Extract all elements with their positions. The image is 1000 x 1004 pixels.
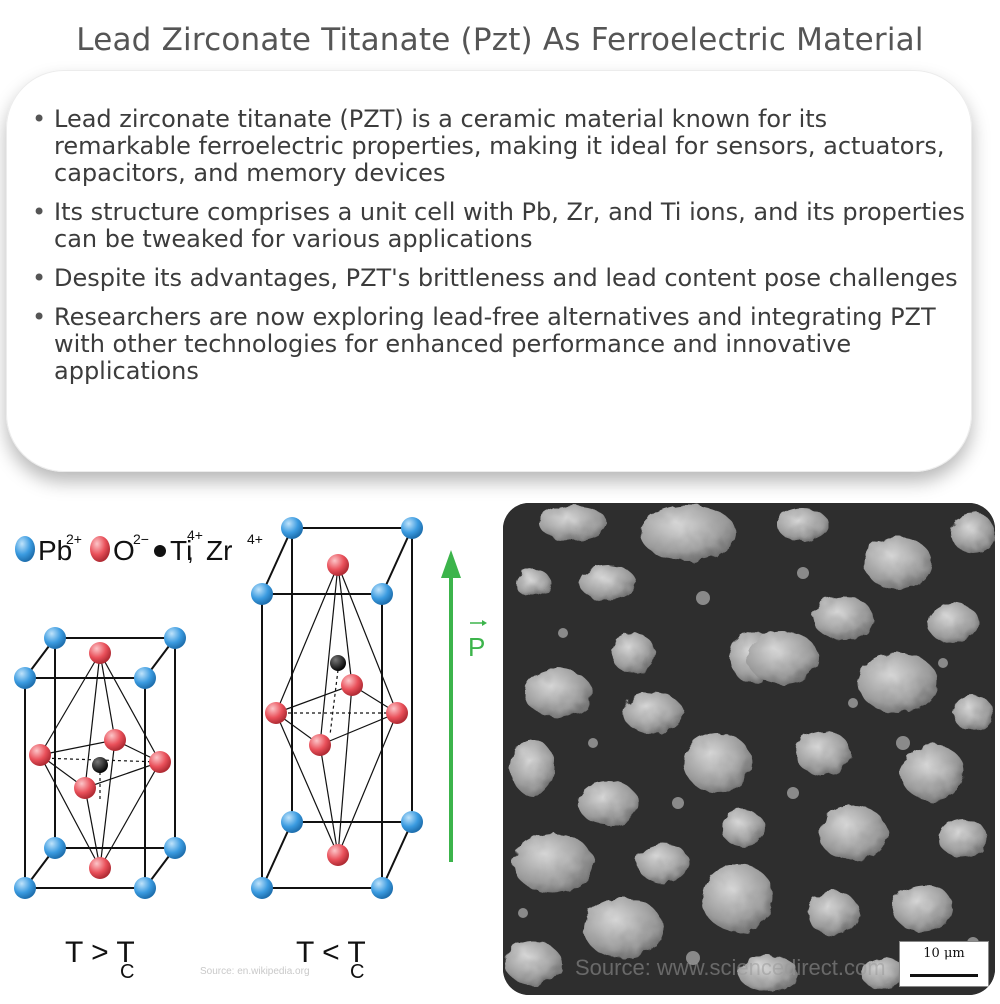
polarization-arrow: P <box>441 550 487 862</box>
bullet-item: Lead zirconate titanate (PZT) is a ceram… <box>30 106 970 187</box>
bullet-item: Its structure comprises a unit cell with… <box>30 199 970 253</box>
sem-micrograph: 10 μm <box>503 503 995 995</box>
legend-zr-charge: 4+ <box>247 531 263 547</box>
pzt-unit-cell-diagram: Pb 2+ O 2− Ti 4+ , Zr 4+ <box>0 500 500 1000</box>
scale-bar: 10 μm <box>899 941 989 987</box>
caption-below-tc: T < T <box>296 936 366 969</box>
legend-ti: Ti <box>170 535 192 566</box>
legend-zr: Zr <box>206 535 232 566</box>
bullet-item: Despite its advantages, PZT's brittlenes… <box>30 265 970 293</box>
legend-pb: Pb <box>38 535 72 566</box>
diagram-legend: Pb 2+ O 2− Ti 4+ , Zr 4+ <box>15 527 263 566</box>
legend-ti-charge: 4+ <box>187 527 203 543</box>
scale-bar-label: 10 μm <box>923 946 965 961</box>
legend-o: O <box>113 535 135 566</box>
caption-above-tc: T > T <box>65 936 135 969</box>
bullet-list: Lead zirconate titanate (PZT) is a ceram… <box>30 106 970 397</box>
caption-above-tc-sub: C <box>120 961 134 983</box>
diagram-source: Source: en.wikipedia.org <box>200 966 310 977</box>
tetragonal-cell-atoms <box>251 517 423 899</box>
polarization-label: P <box>468 632 485 662</box>
cubic-cell-above-tc <box>24 637 177 889</box>
legend-sep: , <box>187 539 194 566</box>
legend-o-charge: 2− <box>133 531 149 547</box>
legend-pb-charge: 2+ <box>66 531 82 547</box>
cubic-cell-atoms <box>14 627 186 899</box>
caption-below-tc-sub: C <box>350 961 364 983</box>
page-title: Lead Zirconate Titanate (Pzt) As Ferroel… <box>76 22 924 58</box>
scale-bar-line <box>910 974 978 977</box>
bullet-item: Researchers are now exploring lead-free … <box>30 304 970 385</box>
micrograph-source: Source: www.sciencedirect.com <box>575 955 886 980</box>
